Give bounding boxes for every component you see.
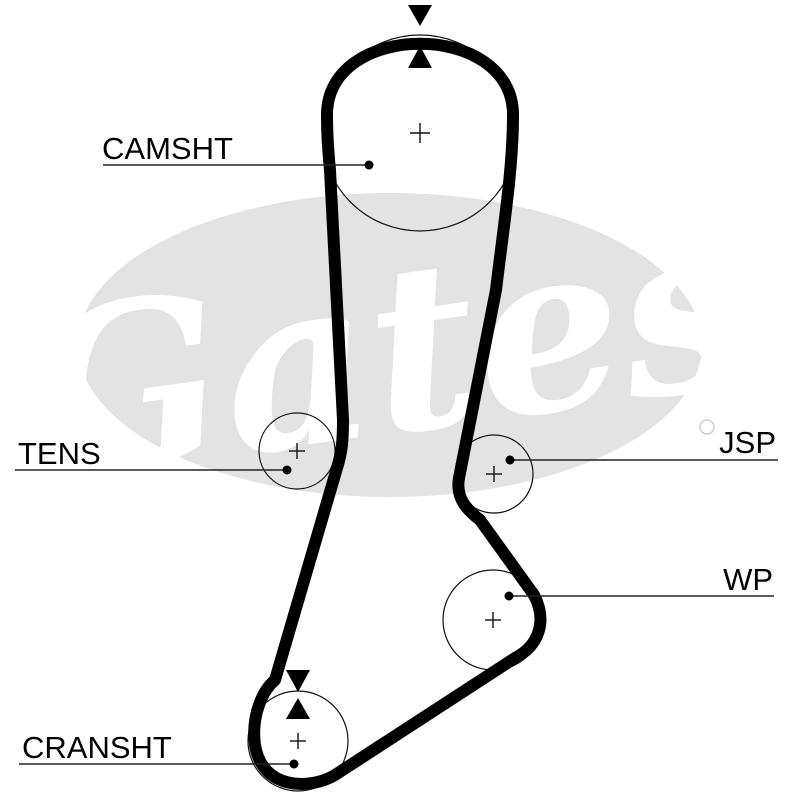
jackshaft-label: JSP (719, 425, 776, 460)
watermark-text: Gates (9, 168, 767, 537)
crankshaft-mark-down-icon (286, 670, 310, 692)
camshaft-timing-mark (408, 5, 432, 68)
watermark-ellipse (78, 193, 702, 497)
timing-belt (248, 37, 547, 790)
tensioner-pulley (258, 412, 336, 490)
tensioner-leader (15, 465, 292, 475)
jackshaft-leader (505, 455, 778, 465)
water-pump-label: WP (723, 562, 773, 597)
crankshaft-mark-up-icon (286, 698, 310, 719)
camshaft-mark-up-icon (408, 46, 432, 68)
gates-logo-watermark: Gates (9, 168, 767, 537)
camshaft-leader (103, 160, 374, 170)
crankshaft-timing-mark (286, 670, 310, 719)
camshaft-mark-down-icon (408, 5, 432, 26)
camshaft-label: CAMSHT (102, 131, 233, 166)
registered-mark-icon (699, 419, 715, 435)
crankshaft-label: CRANSHT (22, 730, 172, 765)
water-pump-leader (504, 591, 774, 601)
tensioner-label: TENS (18, 436, 101, 471)
tensioner-pulley-circle (258, 412, 336, 490)
crankshaft-leader (19, 759, 299, 769)
